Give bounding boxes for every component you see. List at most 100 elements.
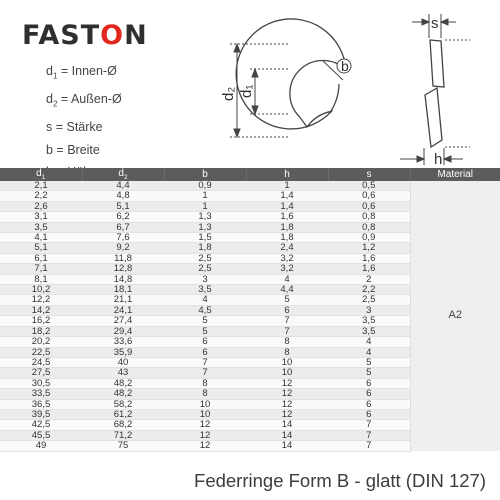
column-header: Material — [409, 168, 500, 181]
table-cell: 14,8 — [82, 274, 164, 286]
label-b: b — [341, 58, 349, 74]
legend-subscript: 1 — [52, 71, 58, 81]
column-header: h — [245, 168, 328, 181]
table-cell: 5 — [328, 367, 410, 379]
table-cell: 12 — [164, 430, 246, 442]
label-h: h — [434, 151, 442, 168]
table-cell: 7 — [328, 419, 410, 431]
column-header-subscript: 1 — [41, 174, 46, 181]
table-cell: 14 — [246, 430, 328, 442]
legend-symbol: s — [46, 120, 53, 134]
legend-item: d2 = Außen-Ø — [46, 88, 122, 116]
table-cell: 16,2 — [0, 315, 82, 327]
table-cell: 3 — [328, 305, 410, 317]
legend-text: = Innen-Ø — [57, 64, 117, 78]
table-cell: 35,9 — [82, 347, 164, 358]
column-header: b — [163, 168, 246, 181]
table-cell: 4,5 — [164, 305, 246, 317]
table-cell: 3,2 — [246, 263, 328, 275]
label-s: s — [431, 15, 439, 32]
table-cell: 1,8 — [246, 222, 328, 234]
table-cell: 1,6 — [328, 253, 410, 265]
table-cell: 9,2 — [82, 242, 164, 254]
column-header-label: d — [36, 168, 42, 179]
table-cell: 43 — [82, 367, 164, 379]
material-cell: A2 — [409, 181, 500, 452]
table-cell: 2,2 — [328, 284, 410, 296]
table-cell: 1,6 — [328, 263, 410, 275]
brand-logo: FASTON — [22, 20, 148, 51]
logo-text-start: FAST — [22, 20, 101, 51]
label-d1: d₁ — [238, 85, 255, 98]
table-cell: 40 — [82, 357, 164, 369]
table-cell: 6 — [246, 305, 328, 317]
legend-item: s = Stärke — [46, 116, 122, 139]
table-cell: 6,7 — [82, 222, 164, 234]
table-cell: 1,2 — [328, 242, 410, 254]
table-cell: 1,8 — [164, 242, 246, 254]
table-cell: 2 — [328, 274, 410, 286]
table-cell: 14,2 — [0, 305, 82, 317]
table-cell: 1 — [164, 201, 246, 213]
table-cell: 4,4 — [246, 284, 328, 296]
table-cell: 10 — [164, 399, 246, 410]
legend-text: = Breite — [52, 142, 100, 157]
table-cell: 33,6 — [82, 336, 164, 348]
washer-side-lower — [424, 86, 443, 149]
table-cell: 48,2 — [82, 378, 164, 390]
table-cell: 2,5 — [164, 263, 246, 275]
table-cell: 6 — [328, 378, 410, 390]
table-cell: 4 — [246, 274, 328, 286]
table-cell: 75 — [82, 440, 164, 452]
table-cell: 3,5 — [0, 222, 82, 234]
column-header: s — [327, 168, 410, 181]
table-cell: 7,1 — [0, 263, 82, 275]
table-cell: 1,4 — [246, 190, 328, 202]
legend-text: = Stärke — [52, 120, 103, 134]
table-cell: 0,6 — [328, 190, 410, 202]
column-header: d2 — [81, 168, 164, 181]
table-cell: 12 — [246, 378, 328, 390]
table-cell: 3,5 — [328, 315, 410, 327]
table-cell: 10 — [246, 357, 328, 369]
table-cell: 12 — [164, 440, 246, 452]
table-cell: 12 — [246, 409, 328, 421]
table-cell: 1,3 — [164, 222, 246, 234]
table-cell: 12 — [246, 399, 328, 410]
table-cell: 7 — [164, 367, 246, 379]
table-cell: 68,2 — [82, 419, 164, 431]
table-cell: 6 — [328, 388, 410, 400]
table-cell: 4,1 — [0, 232, 82, 244]
table-cell: 7 — [246, 326, 328, 338]
table-cell: 6 — [328, 399, 410, 410]
table-cell: 2,4 — [246, 242, 328, 254]
table-cell: 6,1 — [0, 253, 82, 265]
table-cell: 7 — [164, 357, 246, 369]
table-cell: 12 — [164, 419, 246, 431]
table-cell: 8 — [164, 378, 246, 390]
legend-item: b = Breite — [46, 139, 122, 162]
legend-subscript: 2 — [52, 99, 58, 109]
table-cell: 18,2 — [0, 326, 82, 338]
column-header-label: s — [366, 169, 372, 180]
table-cell: 1,3 — [164, 211, 246, 223]
table-cell: 3,5 — [164, 284, 246, 296]
table-cell: 1 — [246, 181, 328, 192]
table-cell: 42,5 — [0, 419, 82, 431]
